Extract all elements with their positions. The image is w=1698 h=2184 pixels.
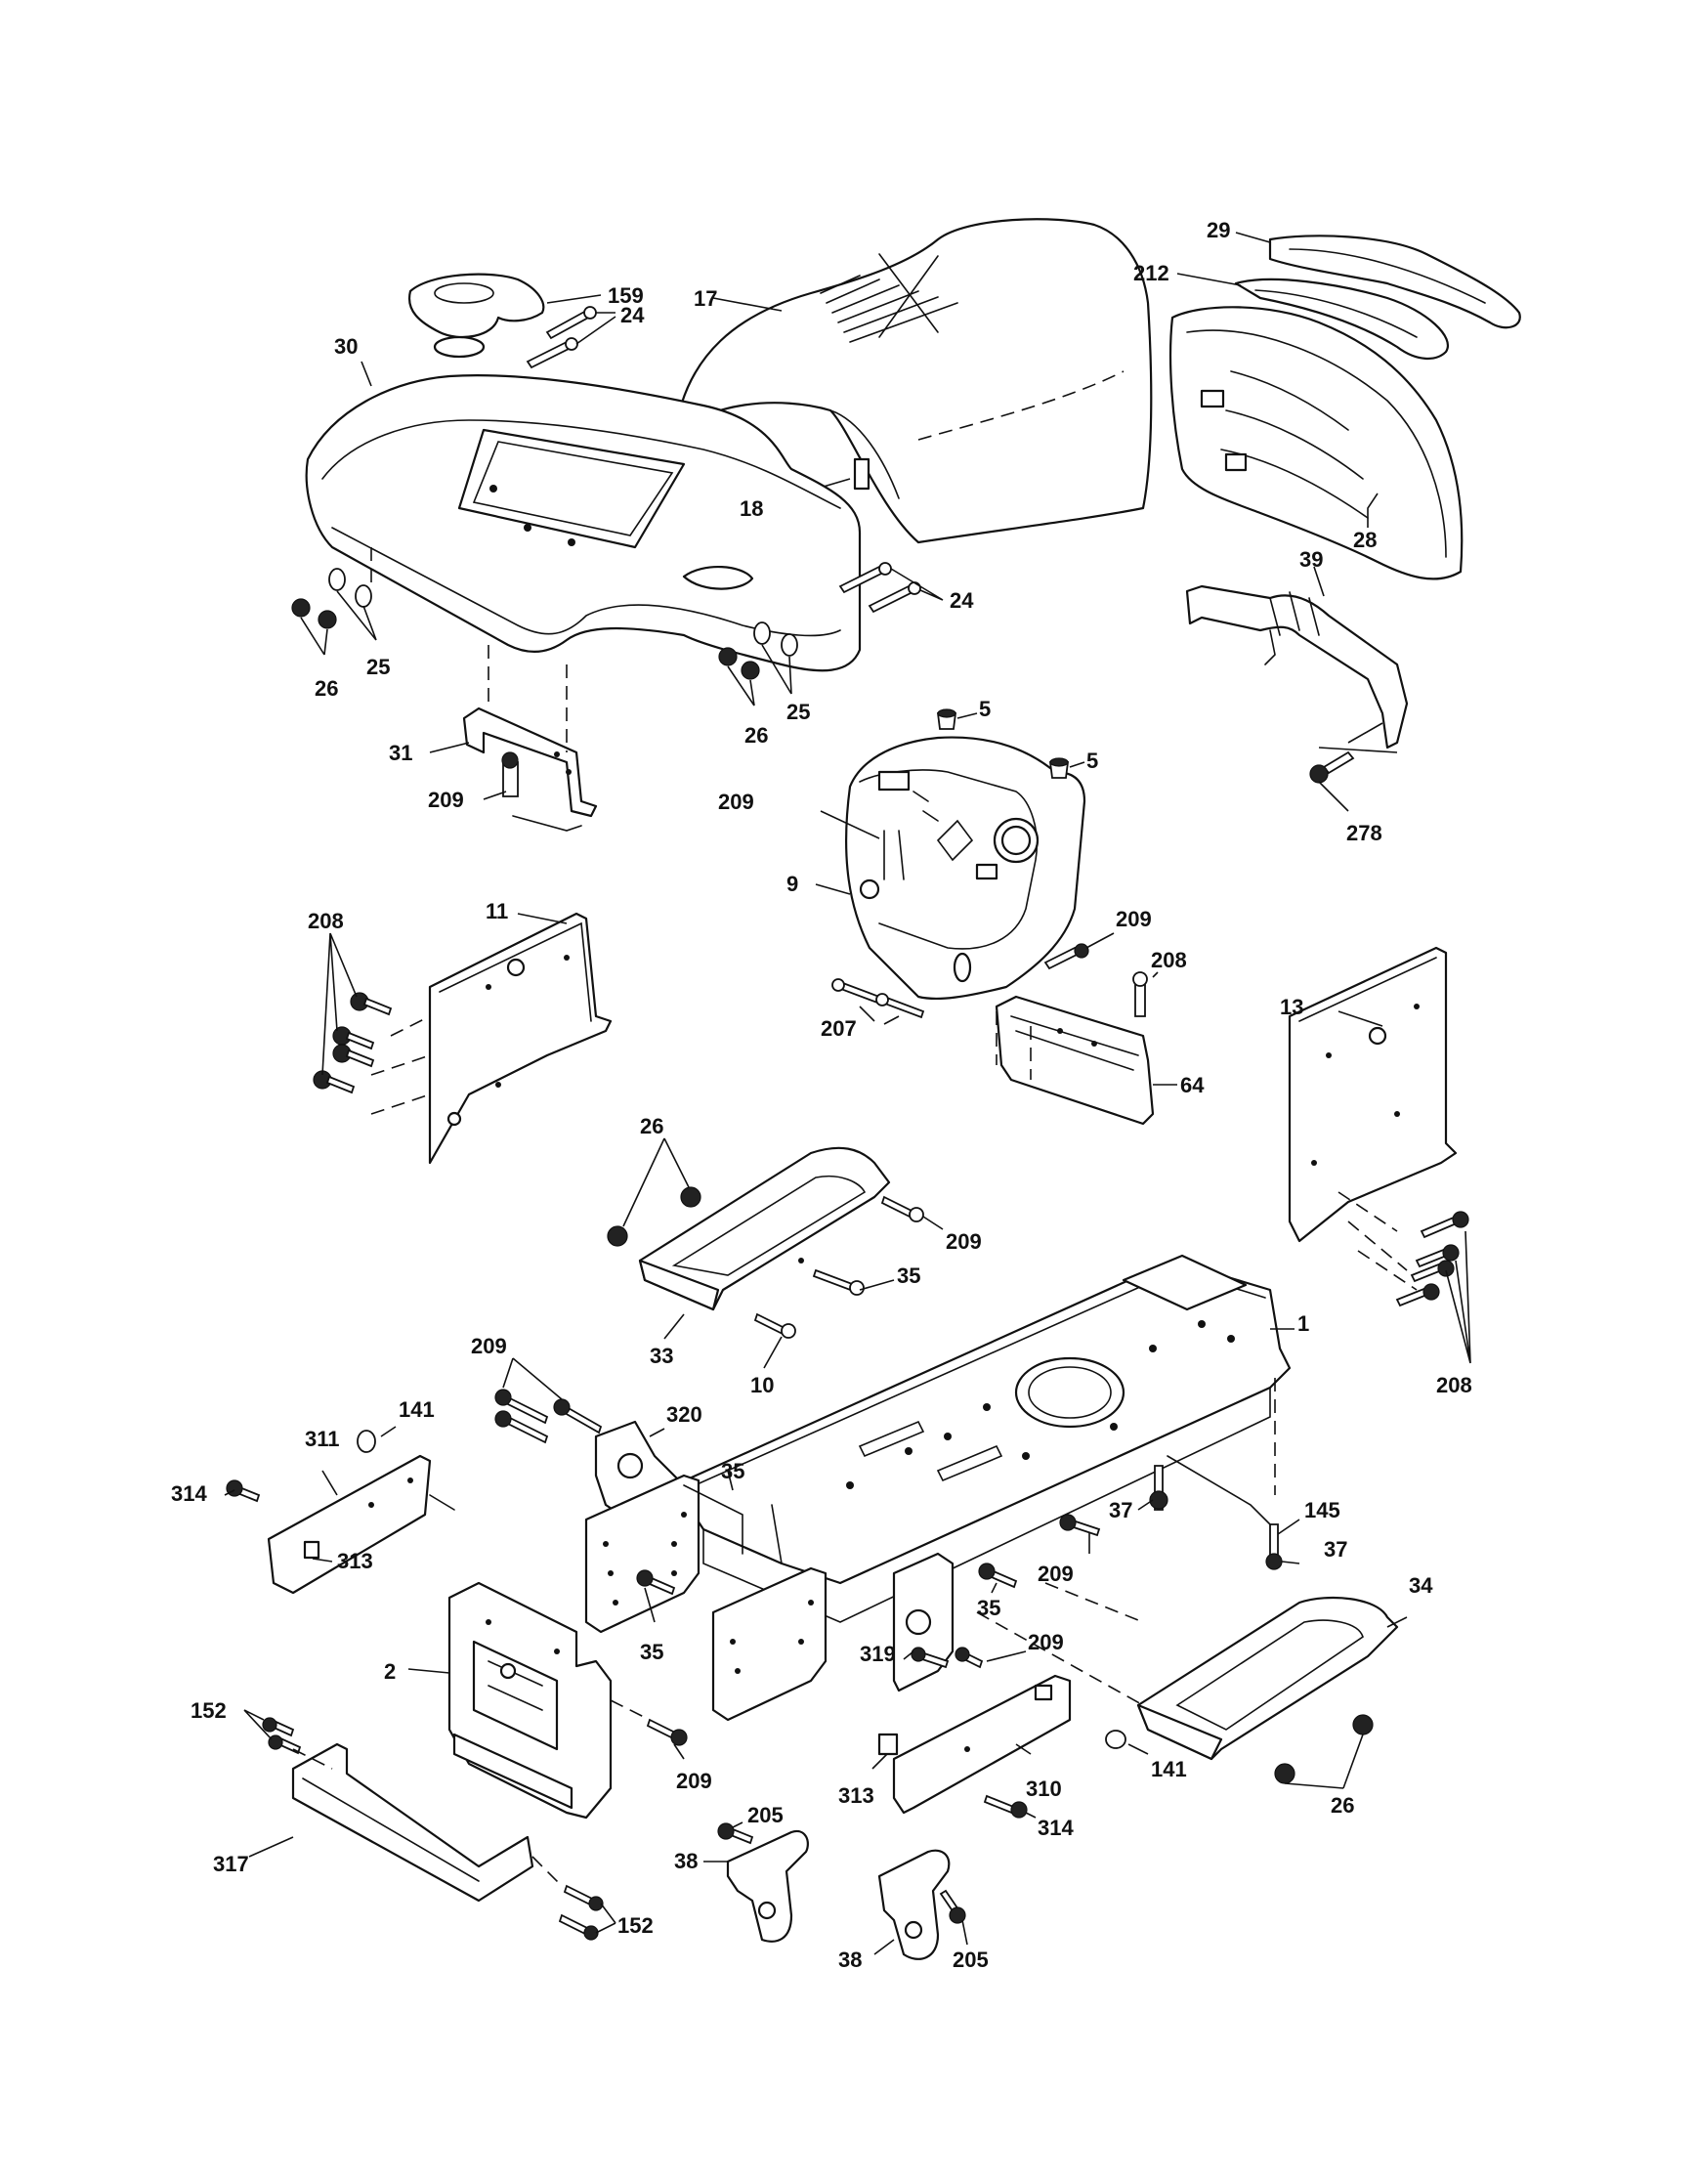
- callout-209: 209: [676, 1769, 712, 1793]
- callout-10: 10: [750, 1373, 774, 1397]
- callout-212: 212: [1133, 261, 1169, 285]
- callout-152: 152: [617, 1913, 654, 1938]
- callout-28: 28: [1353, 528, 1377, 552]
- callout-5: 5: [1086, 749, 1098, 773]
- callout-208: 208: [1436, 1373, 1472, 1397]
- bracket-39: [1185, 566, 1409, 812]
- callout-317: 317: [213, 1852, 249, 1876]
- bracket-38-right: [873, 1849, 968, 1960]
- callout-278: 278: [1346, 821, 1382, 845]
- callout-314: 314: [1038, 1816, 1074, 1840]
- callout-24: 24: [950, 588, 974, 613]
- rod-145: [1137, 1455, 1300, 1570]
- callout-141: 141: [399, 1397, 435, 1422]
- callout-314: 314: [171, 1481, 207, 1506]
- callout-24: 24: [620, 303, 645, 327]
- callout-2: 2: [384, 1659, 396, 1684]
- callout-11: 11: [486, 899, 508, 923]
- callout-5: 5: [979, 697, 991, 721]
- callout-209: 209: [471, 1334, 507, 1358]
- callout-38: 38: [674, 1849, 698, 1873]
- callout-208: 208: [1151, 948, 1187, 972]
- callout-209: 209: [718, 790, 754, 814]
- callout-64: 64: [1180, 1073, 1205, 1097]
- footrest-34: [976, 1582, 1408, 1789]
- nuts-washers-left: [291, 547, 377, 656]
- callout-159: 159: [608, 283, 644, 308]
- callout-313: 313: [838, 1783, 874, 1808]
- nuts-washers-right: [718, 621, 798, 707]
- callout-310: 310: [1026, 1777, 1062, 1801]
- plate-320: [494, 1357, 686, 1526]
- callout-209: 209: [1028, 1630, 1064, 1654]
- callout-33: 33: [650, 1344, 673, 1368]
- callout-25: 25: [366, 655, 390, 679]
- knobs-5: [936, 708, 1085, 779]
- bolts-24-upper: [526, 306, 616, 369]
- callout-38: 38: [838, 1948, 862, 1972]
- callout-1: 1: [1297, 1311, 1309, 1336]
- callout-31: 31: [389, 741, 412, 765]
- callout-209: 209: [428, 788, 464, 812]
- callout-209: 209: [1116, 907, 1152, 931]
- callout-29: 29: [1207, 218, 1230, 242]
- bracket-31: [429, 645, 598, 832]
- callout-26: 26: [1331, 1793, 1354, 1818]
- bolts-208-right: [1395, 1211, 1471, 1364]
- callout-17: 17: [694, 286, 717, 311]
- callout-35: 35: [640, 1640, 663, 1664]
- plate-317: [243, 1709, 616, 1941]
- cup-holder-part: [407, 273, 602, 339]
- grille-assembly: [1168, 232, 1521, 580]
- dash-panel-9: [815, 736, 1086, 1001]
- callout-35: 35: [977, 1596, 1000, 1620]
- callout-26: 26: [640, 1114, 663, 1138]
- callout-209: 209: [1038, 1562, 1074, 1586]
- plate-2: [407, 1581, 688, 1820]
- callout-18: 18: [740, 496, 763, 521]
- callout-141: 141: [1151, 1757, 1187, 1781]
- callout-34: 34: [1409, 1573, 1433, 1598]
- bracket-64: [995, 971, 1177, 1126]
- side-panel-13: [1288, 946, 1458, 1291]
- callout-9: 9: [786, 872, 798, 896]
- side-panel-11: [370, 912, 613, 1165]
- callout-207: 207: [821, 1016, 857, 1041]
- callout-145: 145: [1304, 1498, 1340, 1522]
- callout-26: 26: [315, 676, 338, 701]
- callout-30: 30: [334, 334, 358, 359]
- callout-37: 37: [1324, 1537, 1347, 1562]
- callout-39: 39: [1299, 547, 1323, 572]
- callout-25: 25: [786, 700, 810, 724]
- bracket-38-left: [703, 1821, 809, 1943]
- front-plates: [584, 1470, 1101, 1722]
- callout-35: 35: [897, 1263, 920, 1288]
- callout-319: 319: [860, 1642, 896, 1666]
- callout-35: 35: [721, 1459, 744, 1483]
- callout-13: 13: [1280, 995, 1303, 1019]
- callout-313: 313: [337, 1549, 373, 1573]
- fender-part: [305, 335, 862, 672]
- callout-311: 311: [305, 1427, 340, 1451]
- bolts-208-left: [313, 932, 393, 1094]
- bolts-207: [831, 932, 1115, 1025]
- callout-320: 320: [666, 1402, 702, 1427]
- plate-311: [224, 1426, 455, 1595]
- callout-208: 208: [308, 909, 344, 933]
- bolts-24-lower: [838, 562, 944, 614]
- callout-209: 209: [946, 1229, 982, 1254]
- footrest-33: [607, 1137, 944, 1369]
- callout-26: 26: [744, 723, 768, 748]
- callout-205: 205: [953, 1948, 989, 1972]
- callout-152: 152: [191, 1698, 227, 1723]
- plate-310: [871, 1674, 1149, 1819]
- callout-37: 37: [1109, 1498, 1132, 1522]
- callout-labels: 159 30 24 17 18 29 212 28 24 39 25 26 25…: [171, 218, 1472, 1972]
- hood-part: [672, 218, 1153, 544]
- callout-205: 205: [747, 1803, 784, 1827]
